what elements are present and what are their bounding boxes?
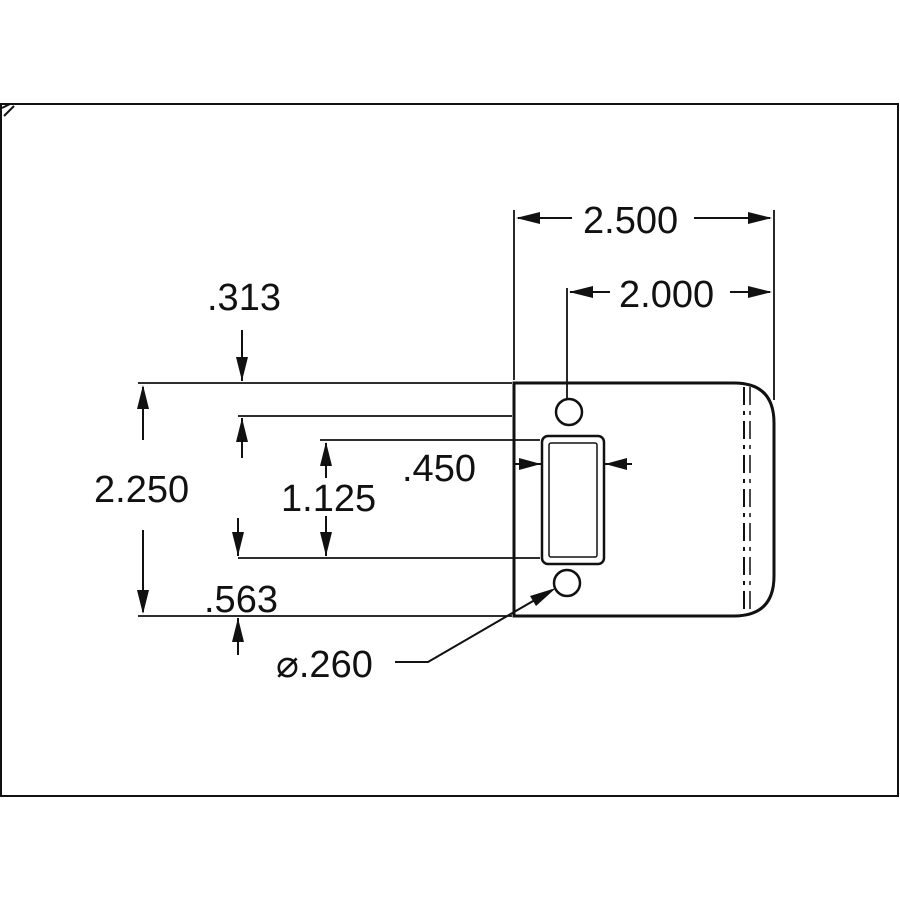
arrow-2000-left	[569, 286, 593, 298]
slot-outer	[540, 434, 606, 566]
dim-label-slot-width: .450	[402, 448, 476, 490]
dim-label-bottom-offset: .563	[204, 579, 278, 621]
arrow-1125-bottom	[320, 532, 332, 556]
sheet-border	[0, 103, 899, 797]
arrow-2250-top	[137, 385, 149, 409]
arrow-450-right	[605, 458, 627, 470]
slot-inner	[548, 442, 598, 558]
dim-label-height: 2.250	[94, 469, 189, 511]
arrow-2500-right	[748, 212, 772, 224]
dim-label-hole-diameter: ⌀.260	[276, 644, 373, 686]
bottom-hole	[552, 568, 582, 598]
hole-leader-arrow	[530, 588, 556, 606]
dim-label-hole-offset: 2.000	[619, 274, 714, 316]
dim-label-overall-width: .313	[207, 277, 281, 319]
arrow-313-top	[236, 357, 248, 381]
arrow-inner-bottom	[232, 532, 244, 556]
dim-label-slot-height: 1.125	[281, 478, 376, 520]
arrow-2250-bottom	[137, 590, 149, 614]
arrow-1125-top	[320, 442, 332, 466]
arrow-2000-right	[748, 286, 772, 298]
arrow-2500-left	[516, 212, 540, 224]
part-outline	[512, 381, 776, 618]
hole-leader-line	[395, 589, 553, 663]
dim-label-total-width: 2.500	[583, 200, 678, 242]
arrow-313-bottom	[236, 418, 248, 442]
arrow-450-left	[519, 458, 541, 470]
arrow-563-bottom	[232, 618, 244, 642]
sheet-corner-mark	[1, 103, 15, 117]
top-hole	[554, 397, 584, 427]
